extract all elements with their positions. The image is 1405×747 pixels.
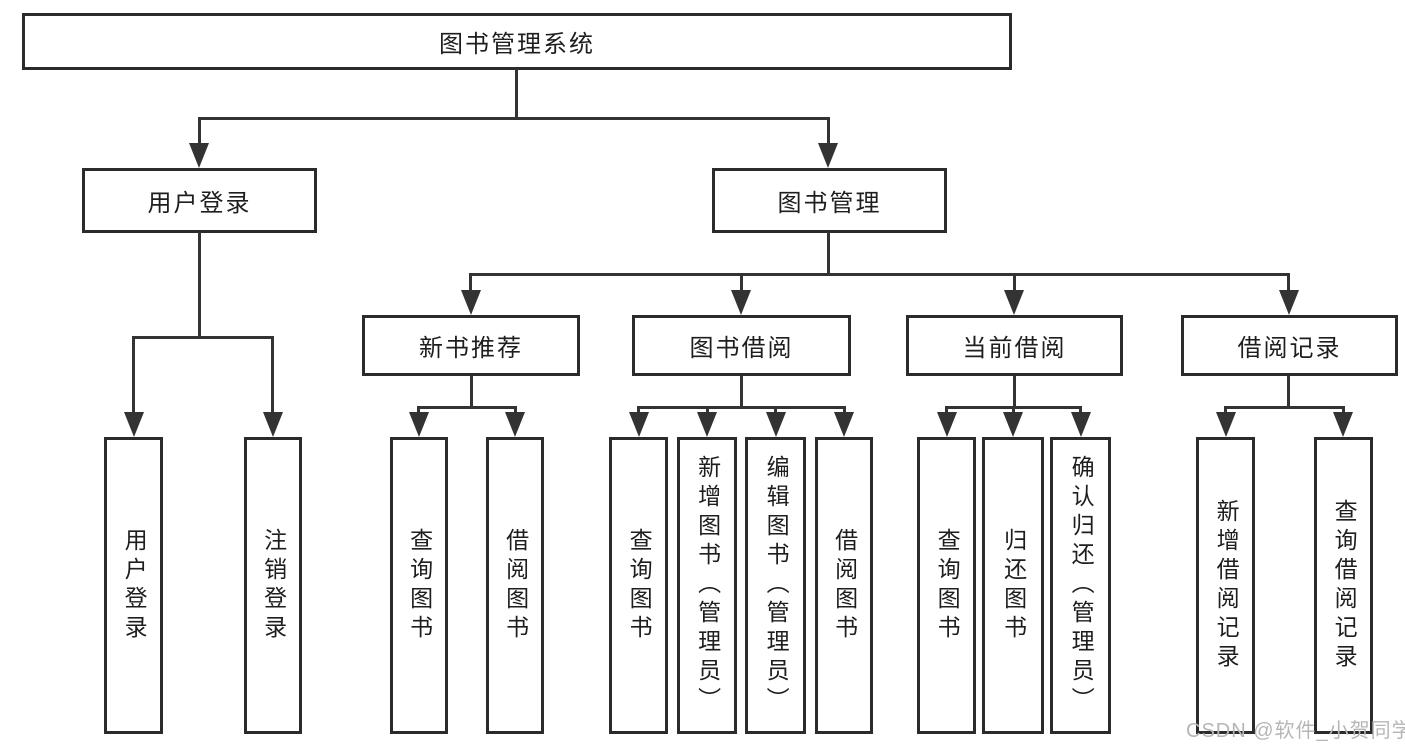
node-book-borrowing: 图书借阅 <box>632 315 851 376</box>
connector-root-trunk <box>515 69 518 119</box>
leaf-edit-book-admin: 编辑图书（管理员） <box>745 437 806 734</box>
connector-book-management-trunk <box>827 232 830 274</box>
leaf-query-books-2: 查询图书 <box>609 437 668 734</box>
arrowhead-borrow-books-2 <box>834 412 854 437</box>
connector-drop-current-borrowing <box>1013 273 1016 292</box>
node-label: 图书管理 <box>777 190 882 217</box>
node-label: 归还图书 <box>1000 527 1027 644</box>
node-label: 用户登录 <box>147 190 252 217</box>
connector-user-login-bus <box>132 336 274 339</box>
connector-drop-query-books-3 <box>945 406 948 414</box>
leaf-return-books: 归还图书 <box>982 437 1044 734</box>
node-user-login: 用户登录 <box>82 168 317 233</box>
arrowhead-add-borrow-record <box>1216 412 1236 437</box>
arrowhead-return-books <box>1003 412 1023 437</box>
arrowhead-borrowing-records <box>1279 290 1299 315</box>
node-label: 用户登录 <box>121 527 148 644</box>
leaf-user-login: 用户登录 <box>104 437 163 734</box>
leaf-query-borrow-record: 查询借阅记录 <box>1314 437 1373 734</box>
connector-drop-leaf-logout <box>271 336 274 414</box>
connector-drop-return-books <box>1012 406 1015 414</box>
node-book-management: 图书管理 <box>712 168 947 233</box>
node-label: 借阅图书 <box>831 527 858 644</box>
node-book-management-system: 图书管理系统 <box>22 13 1012 70</box>
node-label: 查询图书 <box>406 527 433 644</box>
leaf-add-borrow-record: 新增借阅记录 <box>1196 437 1255 734</box>
connector-borrowing-records-bus <box>1224 406 1344 409</box>
node-label: 查询图书 <box>626 527 653 644</box>
arrowhead-query-books-3 <box>937 412 957 437</box>
node-label: 查询图书 <box>934 527 961 644</box>
leaf-borrow-books-2: 借阅图书 <box>815 437 873 734</box>
connector-drop-book-management <box>827 117 830 145</box>
arrowhead-add-book <box>697 412 717 437</box>
node-label: 图书管理系统 <box>439 31 595 58</box>
arrowhead-new-book-recommend <box>461 290 481 315</box>
connector-new-book-recommend-bus <box>417 406 517 409</box>
connector-book-borrowing-bus <box>637 406 845 409</box>
leaf-query-books-1: 查询图书 <box>390 437 448 734</box>
arrowhead-leaf-user-login <box>124 412 144 437</box>
node-current-borrowing: 当前借阅 <box>906 315 1123 376</box>
connector-drop-confirm-return <box>1079 406 1082 414</box>
connector-drop-borrow-books-1 <box>514 406 517 414</box>
connector-drop-user-login <box>198 117 201 145</box>
leaf-confirm-return-admin: 确认归还（管理员） <box>1050 437 1111 734</box>
arrowhead-confirm-return <box>1071 412 1091 437</box>
connector-drop-leaf-user-login <box>132 336 135 414</box>
arrowhead-borrow-books-1 <box>505 412 525 437</box>
node-label: 图书借阅 <box>689 335 794 362</box>
node-label: 确认归还（管理员） <box>1068 455 1095 716</box>
leaf-query-books-3: 查询图书 <box>917 437 976 734</box>
connector-drop-borrowing-records <box>1287 273 1290 292</box>
node-label: 当前借阅 <box>962 335 1067 362</box>
node-borrowing-records: 借阅记录 <box>1181 315 1398 376</box>
csdn-watermark: CSDN @软件_小贺同学 <box>1186 720 1405 742</box>
connector-drop-new-book-recommend <box>469 273 472 292</box>
arrowhead-query-books-2 <box>629 412 649 437</box>
connector-drop-query-borrow-record <box>1342 406 1345 414</box>
connector-user-login-trunk <box>198 232 201 336</box>
connector-drop-add-borrow-record <box>1224 406 1227 414</box>
node-label: 借阅记录 <box>1237 335 1342 362</box>
node-new-book-recommend: 新书推荐 <box>362 315 580 376</box>
arrowhead-book-management <box>818 143 838 168</box>
node-label: 借阅图书 <box>502 527 529 644</box>
arrowhead-query-books-1 <box>409 412 429 437</box>
node-label: 注销登录 <box>260 527 287 644</box>
arrowhead-book-borrowing <box>731 290 751 315</box>
connector-drop-query-books-1 <box>417 406 420 414</box>
leaf-add-book-admin: 新增图书（管理员） <box>677 437 737 734</box>
arrowhead-user-login <box>189 143 209 168</box>
leaf-logout: 注销登录 <box>244 437 302 734</box>
connector-drop-borrow-books-2 <box>843 406 846 414</box>
node-label: 查询借阅记录 <box>1331 498 1358 673</box>
arrowhead-leaf-logout <box>263 412 283 437</box>
connector-drop-book-borrowing <box>740 273 743 292</box>
connector-borrowing-records-trunk <box>1287 376 1290 407</box>
node-label: 新增图书（管理员） <box>694 455 721 716</box>
connector-drop-edit-book <box>774 406 777 414</box>
connector-new-book-recommend-trunk <box>470 376 473 407</box>
arrowhead-query-borrow-record <box>1333 412 1353 437</box>
node-label: 新书推荐 <box>419 335 523 362</box>
connector-level1-bus <box>198 117 830 120</box>
node-label: 编辑图书（管理员） <box>763 455 790 716</box>
connector-level3-bus <box>469 273 1290 276</box>
connector-book-borrowing-trunk <box>740 376 743 407</box>
arrowhead-edit-book <box>766 412 786 437</box>
leaf-borrow-books-1: 借阅图书 <box>486 437 544 734</box>
connector-drop-add-book <box>706 406 709 414</box>
connector-drop-query-books-2 <box>637 406 640 414</box>
connector-current-borrowing-trunk <box>1013 376 1016 407</box>
node-label: 新增借阅记录 <box>1213 498 1240 673</box>
arrowhead-current-borrowing <box>1004 290 1024 315</box>
